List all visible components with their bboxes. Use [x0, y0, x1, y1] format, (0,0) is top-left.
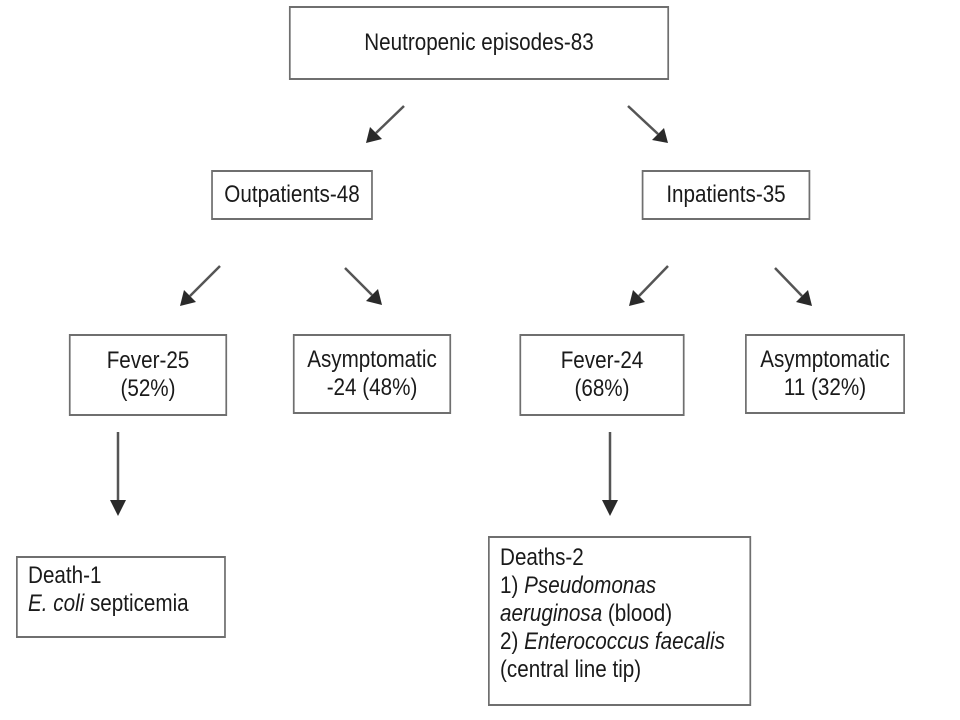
- node-inpatient-asymptomatic: Asymptomatic 11 (32%): [745, 334, 905, 414]
- node-inpatient-deaths: Deaths-2 1) Pseudomonas aeruginosa (bloo…: [488, 536, 752, 706]
- node-label-line1: Death-1: [28, 562, 102, 589]
- node-label-line1: Fever-24: [560, 347, 644, 374]
- node-label-line2: E. coli septicemia: [28, 590, 224, 618]
- node-label-line2: -24 (48%): [326, 374, 418, 401]
- arrow-root-to-outpatients: [366, 105, 405, 143]
- specimen-source: (central line tip): [500, 656, 642, 683]
- node-label-line2: (68%): [574, 375, 630, 402]
- node-label-line2: (52%): [120, 375, 176, 402]
- node-label-line1: Fever-25: [106, 347, 190, 374]
- arrow-out-fever-to-out-death: [110, 432, 126, 516]
- node-inpatient-fever: Fever-24 (68%): [519, 334, 685, 416]
- node-label-line1: Asymptomatic: [760, 346, 890, 373]
- item-prefix: 2): [500, 628, 519, 655]
- arrow-outpatients-to-out-fever: [180, 265, 221, 306]
- organism-name: Pseudomonas: [524, 572, 657, 599]
- arrow-inpatients-to-in-fever: [629, 265, 669, 306]
- arrow-in-fever-to-in-deaths: [602, 432, 618, 516]
- node-label-line2: 11 (32%): [783, 374, 867, 401]
- organism-detail: septicemia: [89, 590, 189, 617]
- node-inpatients: Inpatients-35: [641, 170, 811, 220]
- organism-name: E. coli: [28, 590, 85, 617]
- node-neutropenic-episodes: Neutropenic episodes-83: [288, 6, 670, 80]
- node-label: Neutropenic episodes-83: [364, 29, 594, 56]
- death-item-1: 1) Pseudomonas: [500, 572, 749, 600]
- specimen-source: (blood): [607, 600, 673, 627]
- organism-name: aeruginosa: [500, 600, 603, 627]
- arrow-outpatients-to-out-asymptomatic: [344, 267, 382, 305]
- node-outpatients: Outpatients-48: [211, 170, 373, 220]
- arrow-root-to-inpatients: [627, 105, 668, 143]
- arrow-inpatients-to-in-asymptomatic: [774, 267, 812, 306]
- node-label: Inpatients-35: [666, 181, 786, 208]
- node-label: Outpatients-48: [224, 181, 360, 208]
- item-prefix: 1): [500, 572, 519, 599]
- node-label-line1: Asymptomatic: [307, 346, 437, 373]
- organism-name: Enterococcus faecalis: [524, 628, 725, 655]
- node-outpatient-asymptomatic: Asymptomatic -24 (48%): [292, 334, 452, 414]
- death-item-2: 2) Enterococcus faecalis: [500, 628, 749, 656]
- death-item-1-cont: aeruginosa (blood): [500, 600, 749, 628]
- node-outpatient-fever: Fever-25 (52%): [68, 334, 228, 416]
- node-label-line1: Deaths-2: [500, 544, 584, 571]
- node-outpatient-death: Death-1 E. coli septicemia: [16, 556, 226, 638]
